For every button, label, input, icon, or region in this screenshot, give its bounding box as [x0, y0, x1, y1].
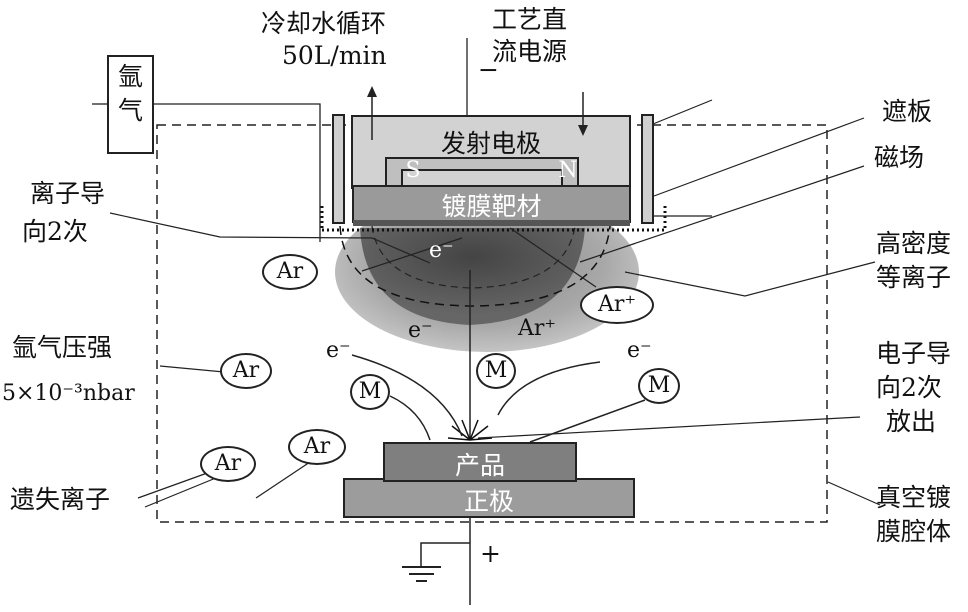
shield-right — [641, 114, 654, 224]
electron-guide-leader — [477, 416, 861, 439]
hd-plasma-leader — [624, 261, 876, 297]
lost-ions-arrow — [255, 461, 311, 499]
shield-left — [332, 114, 345, 224]
shield-leader — [653, 117, 865, 197]
vacuum-chamber-label-1: 真空镀 — [876, 483, 952, 512]
ar-atom: Ar — [262, 254, 318, 290]
chamber-leader — [827, 481, 881, 506]
power-arrow-head — [578, 125, 588, 136]
product — [383, 442, 577, 482]
metal-trajectory-left — [389, 395, 431, 441]
cooling-arrow-head — [367, 86, 377, 97]
target-label: 镀膜靶材 — [441, 192, 542, 221]
electron-guide-label-1: 电子导 — [876, 339, 952, 368]
power-supply-label-2: 流电源 — [492, 37, 568, 66]
ground-wire — [420, 542, 470, 566]
shield-label: 遮板 — [882, 97, 933, 126]
pressure-leader — [159, 365, 225, 373]
metal-trajectory-right — [529, 399, 646, 443]
electron: e⁻ — [326, 338, 351, 363]
hd-plasma-label-1: 高密度 — [876, 229, 952, 258]
cooling-water-label: 冷却水循环 — [261, 9, 387, 38]
magnet-s-label: S — [405, 158, 421, 183]
electron: e⁻ — [627, 338, 652, 363]
ar-ion-free: Ar⁺ — [518, 316, 557, 341]
power-supply-label-1: 工艺直 — [492, 5, 568, 34]
power-minus: − — [478, 55, 499, 84]
target-surface — [353, 220, 630, 226]
electron: e⁻ — [408, 318, 433, 343]
anode — [343, 478, 635, 518]
electron-guide-label-3: 放出 — [886, 407, 937, 436]
target — [352, 185, 631, 223]
anode-label: 正极 — [463, 487, 514, 516]
product-label: 产品 — [454, 451, 505, 480]
magnetic-field-label: 磁场 — [874, 143, 925, 172]
electron-trajectory-left — [351, 354, 463, 437]
ion-guide-label-2: 向2次 — [22, 217, 88, 246]
ar-atom: Ar — [288, 429, 346, 465]
ground-plus: + — [480, 539, 501, 568]
argon-gas-label: 氩 气 — [108, 60, 153, 128]
argon-pressure-label: 氩气压强 — [12, 333, 113, 362]
ar-atom: Ar — [200, 446, 256, 482]
ion-guide-leader-2 — [361, 237, 463, 272]
lost-ions-leader-1 — [137, 471, 211, 499]
magnet-n-label: N — [558, 158, 578, 183]
flow-rate-label: 50L/min — [282, 41, 387, 70]
ar-atom: Ar — [220, 353, 272, 389]
electron-guide-label-2: 向2次 — [876, 373, 942, 402]
vacuum-chamber-label-2: 膜腔体 — [876, 517, 952, 546]
ion-guide-leader — [109, 212, 431, 264]
hd-plasma-label-2: 等离子 — [876, 263, 952, 292]
magnetic-leader — [579, 165, 865, 263]
electron-trajectory-right — [497, 361, 601, 416]
argon-gas-char-1: 氩 — [117, 62, 143, 91]
metal-atom: M — [350, 374, 390, 410]
pressure-value: 5×10⁻³nbar — [2, 381, 135, 406]
magnetic-field-arc — [339, 225, 611, 307]
metal-atom: M — [476, 353, 516, 389]
emitter-electrode-label: 发射电极 — [440, 129, 541, 158]
ion-guide-label-1: 离子导 — [30, 179, 106, 208]
ion-guide-leader-3 — [509, 227, 597, 288]
lost-ions-label: 遗失离子 — [10, 485, 111, 514]
electron: e⁻ — [429, 238, 454, 263]
argon-gas-char-2: 气 — [117, 96, 143, 125]
ar-ion: Ar⁺ — [580, 286, 654, 324]
pipe-right-leader — [652, 99, 713, 125]
metal-atom: M — [638, 368, 680, 404]
gas-pipe — [153, 103, 321, 242]
